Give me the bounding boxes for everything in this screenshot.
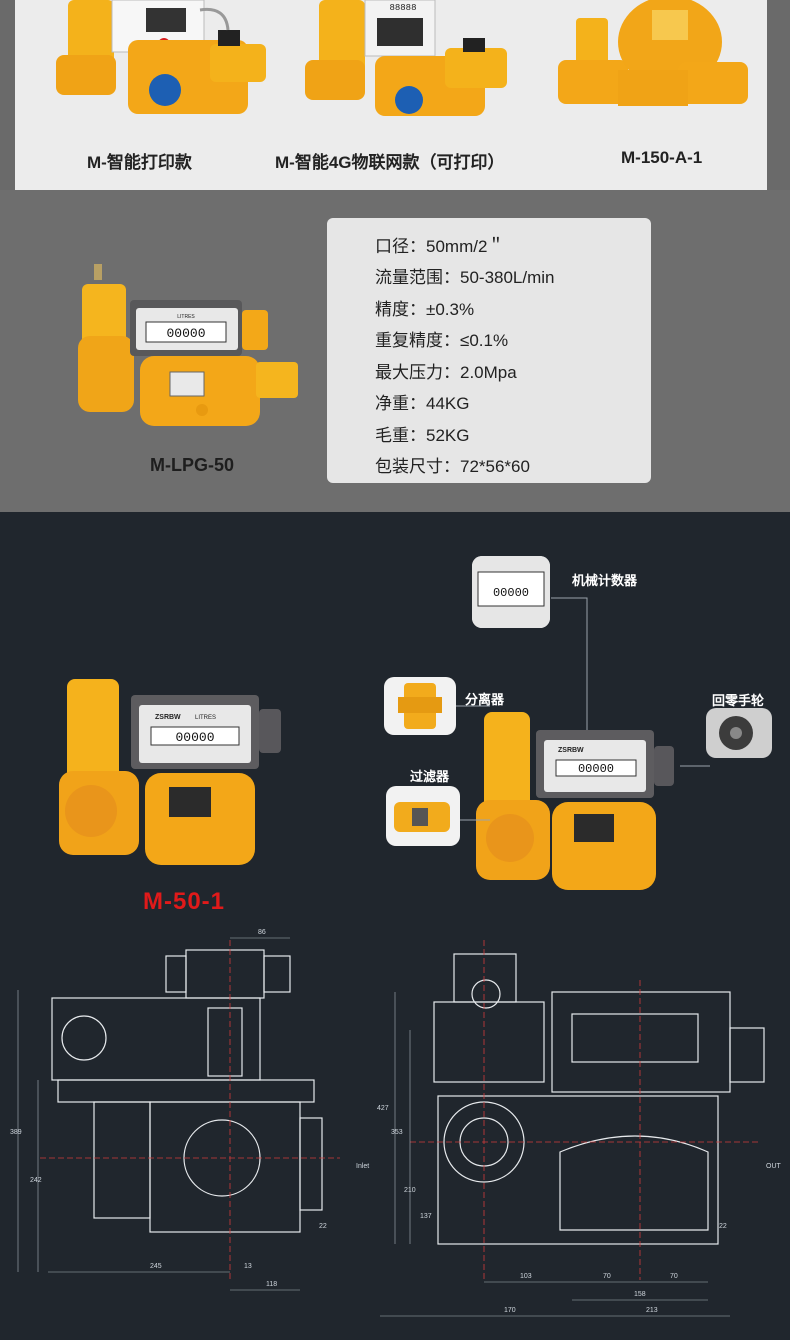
outlet-label: OUT: [766, 1163, 782, 1170]
inlet-label: Inlet: [356, 1163, 369, 1170]
dim-label: 22: [319, 1223, 327, 1230]
dim-label: 70: [603, 1273, 611, 1280]
dim-label: 210: [404, 1187, 416, 1194]
spec-line: 流量范围：50-380L/min: [375, 268, 555, 287]
spec-line: 精度：±0.3%: [375, 300, 475, 319]
spec-card: 口径：50mm/2＂ 流量范围：50-380L/min 精度：±0.3% 重复精…: [327, 218, 651, 483]
lpg-caption: M-LPG-50: [150, 455, 235, 475]
callout-lines: [439, 597, 710, 821]
product-caption-3: M-150-A-1: [621, 148, 703, 167]
product-caption-1: M-智能打印款: [87, 153, 192, 172]
callout-handwheel: 回零手轮: [712, 693, 765, 708]
product-image-smart-4g: 88888: [305, 0, 507, 116]
spec-line: 毛重：52KG: [375, 426, 470, 445]
handwheel-thumbnail: [706, 708, 772, 758]
spec-line: 最大压力：2.0Mpa: [375, 363, 517, 382]
dim-label: 213: [646, 1307, 658, 1314]
product-caption-2: M-智能4G物联网款（可打印）: [275, 153, 505, 172]
top-products-card: 88888 M-智能打印款 M-智能4G物联网款（可打印） M-150-A-1: [15, 0, 767, 190]
lpg-counter-digits: 00000: [166, 326, 205, 341]
technical-drawings: 86 389 242 245 118 13 22 Inlet 427 353 2…: [10, 929, 782, 1317]
counter-thumbnail: 00000: [472, 556, 550, 628]
spec-line: 口径：50mm/2＂: [375, 237, 505, 256]
dim-label: 245: [150, 1263, 162, 1270]
spec-line: 净重：44KG: [375, 394, 470, 413]
dim-label: 353: [391, 1129, 403, 1136]
callout-separator: 分离器: [465, 692, 505, 707]
annotated-counter-digits: 00000: [578, 762, 614, 776]
product-image-smart-print: [56, 0, 266, 114]
callout-filter: 过滤器: [410, 769, 450, 784]
dim-label: 13: [244, 1263, 252, 1270]
dim-label: 170: [504, 1307, 516, 1314]
m50-meter-image: ZSRBW LITRES 00000: [59, 679, 281, 865]
dim-label: 427: [377, 1105, 389, 1112]
annotated-meter-image: ZSRBW 00000: [476, 712, 674, 890]
callout-counter: 机械计数器: [572, 573, 638, 588]
lpg-counter-label: LITRES: [177, 314, 195, 320]
m50-caption: M-50-1: [143, 888, 226, 915]
dim-label: 103: [520, 1273, 532, 1280]
lpg-meter-image: 00000 LITRES: [78, 264, 298, 426]
spec-line: 包装尺寸：72*56*60: [375, 457, 530, 476]
dim-label: 137: [420, 1213, 432, 1220]
top-display-readout: 88888: [389, 3, 416, 13]
dim-label: 389: [10, 1129, 22, 1136]
product-image-m150: [558, 0, 748, 106]
counter-thumb-digits: 00000: [493, 586, 529, 600]
m50-counter-digits: 00000: [175, 730, 214, 745]
dim-label: 70: [670, 1273, 678, 1280]
filter-thumbnail: [386, 786, 460, 846]
m50-brand: ZSRBW: [155, 714, 181, 721]
spec-line: 重复精度：≤0.1%: [375, 331, 509, 350]
dim-label: 158: [634, 1291, 646, 1298]
dim-label: 242: [30, 1177, 42, 1184]
dim-label: 22: [719, 1223, 727, 1230]
dim-label: 86: [258, 929, 266, 936]
separator-thumbnail: [384, 677, 456, 735]
annotated-brand: ZSRBW: [558, 747, 584, 754]
dim-label: 118: [266, 1281, 277, 1288]
m50-counter-label: LITRES: [195, 715, 216, 721]
